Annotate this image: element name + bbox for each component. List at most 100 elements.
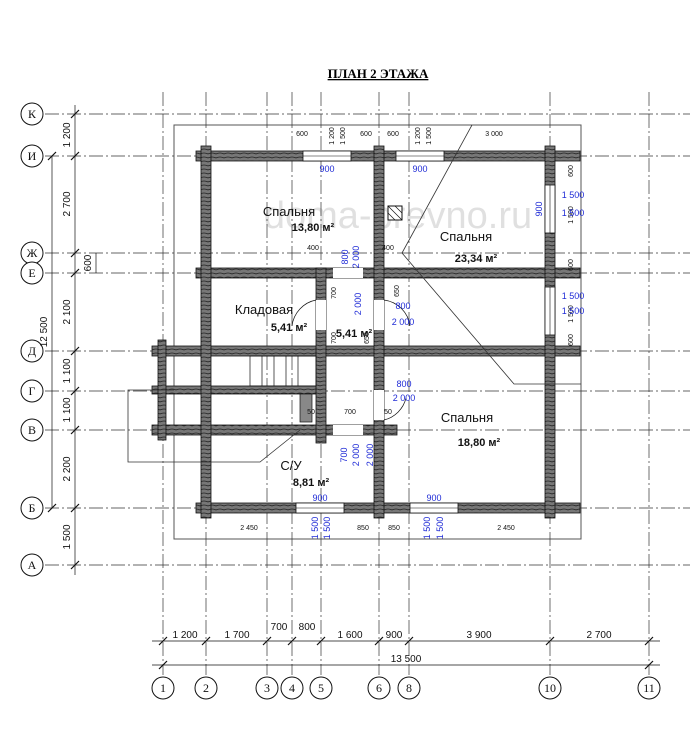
roof-lines	[127, 124, 581, 463]
win-width-5: 900	[534, 201, 544, 216]
dim-inner-50a: 50	[307, 409, 315, 416]
left-dimension-lines	[47, 105, 97, 575]
dim-top-1500a: 1 500	[340, 127, 347, 145]
room-area-bedroom-1: 13,80 м²	[292, 222, 335, 234]
axis-label-8: 8	[406, 681, 412, 695]
dim-bottom-total: 13 500	[391, 654, 422, 665]
axis-label-V: В	[28, 423, 36, 437]
dim-left-1100b: 1 100	[62, 397, 73, 422]
left-dimension-texts: 1 200 2 700 600 2 100 12 500 1 100 1 100…	[39, 122, 94, 549]
win-height-1a: 1 500	[562, 190, 585, 200]
dim-bottom-800: 800	[299, 622, 316, 633]
door-height-5: 2 000	[353, 293, 363, 316]
win-height-4a: 1 500	[422, 517, 432, 540]
dim-inner-850b: 850	[388, 525, 400, 532]
dim-inner-700c: 700	[344, 409, 356, 416]
dim-left-600: 600	[83, 254, 94, 271]
door-width-4: 700	[339, 447, 349, 462]
axis-label-1: 1	[160, 681, 166, 695]
axis-label-6: 6	[376, 681, 382, 695]
opening-dimensions: 900 900 900 900 900 1 500 1 500 1 500 1 …	[310, 164, 584, 539]
win-height-3a: 1 500	[310, 517, 320, 540]
dim-inner-850a: 850	[357, 525, 369, 532]
room-labels: Спальня 13,80 м² Спальня 23,34 м² Кладов…	[235, 204, 501, 489]
dim-left-2200: 2 200	[62, 456, 73, 481]
door-height-6: 2 000	[365, 444, 375, 467]
dim-inner-700b: 700	[331, 332, 338, 344]
win-height-1b: 1 500	[562, 208, 585, 218]
room-name-bedroom-2: Спальня	[440, 229, 492, 244]
dim-left-12500: 12 500	[39, 316, 50, 347]
dim-bottom-1700: 1 700	[224, 630, 249, 641]
dim-inner-1500b: 1 500	[568, 305, 575, 323]
dim-inner-400a: 400	[307, 245, 319, 252]
door-width-1: 800	[395, 301, 410, 311]
dim-left-1100a: 1 100	[62, 358, 73, 383]
dim-left-1200: 1 200	[62, 122, 73, 147]
axis-label-4: 4	[289, 681, 295, 695]
dim-inner-650b: 650	[364, 332, 371, 344]
win-height-4b: 1 500	[435, 517, 445, 540]
door-width-2: 800	[396, 379, 411, 389]
axis-label-3: 3	[264, 681, 270, 695]
dim-top-3000: 3 000	[485, 131, 503, 138]
dim-inner-400b: 400	[382, 245, 394, 252]
window-sills	[296, 155, 551, 509]
door-height-1: 2 000	[392, 317, 415, 327]
axis-label-K: К	[28, 107, 37, 121]
dim-top-600c: 600	[387, 131, 399, 138]
dim-inner-600c: 600	[568, 334, 575, 346]
dim-bottom-900: 900	[386, 630, 403, 641]
axis-label-D: Д	[28, 344, 36, 358]
door-height-3: 2 000	[351, 246, 361, 269]
roof-outline	[173, 124, 582, 540]
room-area-bathroom: 8,81 м²	[293, 477, 330, 489]
win-width-4: 900	[426, 493, 441, 503]
axis-label-A: А	[28, 558, 37, 572]
dim-bottom-3900: 3 900	[466, 630, 491, 641]
bottom-dimension-lines	[152, 636, 660, 670]
dim-inner-50b: 50	[384, 409, 392, 416]
dim-inner-2450b: 2 450	[497, 525, 515, 532]
plan-title: ПЛАН 2 ЭТАЖА	[328, 66, 429, 81]
win-width-1: 900	[319, 164, 334, 174]
axis-label-ZH: Ж	[27, 246, 38, 260]
axis-label-E: Е	[28, 266, 35, 280]
axis-label-5: 5	[318, 681, 324, 695]
dim-inner-2450a: 2 450	[240, 525, 258, 532]
dim-inner-1500a: 1 500	[568, 206, 575, 224]
dim-left-1500: 1 500	[62, 524, 73, 549]
inner-dimensions: 400 400 700 700 650 650 700 850 850 2 45…	[240, 165, 575, 532]
dim-bottom-2700: 2 700	[586, 630, 611, 641]
dim-bottom-700: 700	[271, 622, 288, 633]
win-height-2b: 1 500	[562, 306, 585, 316]
win-height-2a: 1 500	[562, 291, 585, 301]
top-small-dimensions: 600 1 200 1 500 600 1 200 1 500 600 3 00…	[296, 127, 503, 145]
row-axis-labels: К И Ж Е Д Г В Б А	[20, 102, 44, 577]
dim-inner-600a: 600	[568, 165, 575, 177]
room-name-storage: Кладовая	[235, 302, 293, 317]
room-name-bathroom: С/У	[280, 458, 302, 473]
bottom-dimension-texts: 1 200 1 700 700 800 1 600 900 3 900 2 70…	[172, 622, 611, 665]
dim-bottom-1600: 1 600	[337, 630, 362, 641]
row-axes	[45, 113, 690, 566]
door-width-3: 800	[340, 249, 350, 264]
door-height-2: 2 000	[393, 393, 416, 403]
axis-label-G: Г	[29, 384, 36, 398]
dim-left-2100: 2 100	[62, 299, 73, 324]
win-width-2: 900	[412, 164, 427, 174]
dim-inner-700a: 700	[331, 287, 338, 299]
dim-top-1200b: 1 200	[415, 127, 422, 145]
dim-top-600b: 600	[360, 131, 372, 138]
dim-top-600a: 600	[296, 131, 308, 138]
doors	[316, 268, 384, 435]
dim-inner-650a: 650	[394, 285, 401, 297]
win-height-3b: 1 500	[322, 517, 332, 540]
dim-bottom-1200: 1 200	[172, 630, 197, 641]
dim-top-1200a: 1 200	[329, 127, 336, 145]
column-axis-labels: 1 2 3 4 5 6 8 10 11	[151, 676, 661, 700]
door-height-4: 2 000	[351, 444, 361, 467]
win-width-3: 900	[312, 493, 327, 503]
axis-label-10: 10	[544, 681, 556, 695]
